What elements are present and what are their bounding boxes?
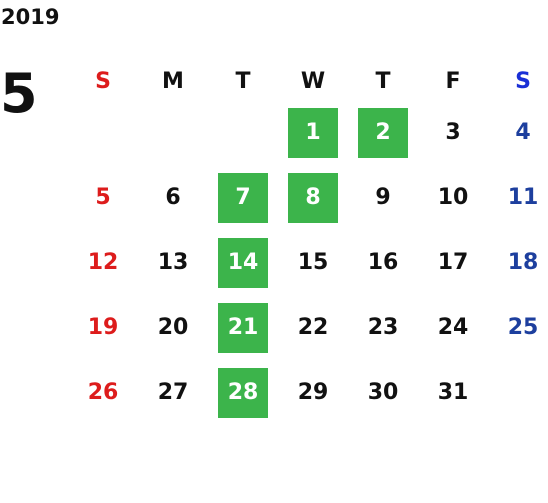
day-number: 15 [297, 250, 329, 275]
calendar-day-cell[interactable]: 8 [278, 172, 348, 223]
calendar-day-cell[interactable]: 25 [488, 303, 548, 353]
day-number [148, 108, 198, 158]
day-number: 11 [507, 185, 539, 210]
day-number: 22 [297, 315, 329, 340]
weekday-header-friday: F [445, 68, 461, 94]
day-number: 25 [507, 315, 539, 340]
calendar-day-cell[interactable]: 30 [348, 368, 418, 418]
weekday-header-thursday: T [375, 68, 391, 94]
calendar-day-cell[interactable]: 7 [208, 172, 278, 223]
calendar-day-cell[interactable]: 2 [348, 107, 418, 158]
calendar-day-cell[interactable]: 29 [278, 368, 348, 418]
weekday-header-row: S M T W T F S [68, 62, 548, 100]
weekday-header-tuesday: T [235, 68, 251, 94]
calendar-day-cell[interactable]: 5 [68, 173, 138, 223]
day-number: 19 [87, 315, 119, 340]
day-number: 9 [375, 185, 391, 210]
day-number [218, 108, 268, 158]
calendar-week-row: 19 20 21 22 23 24 25 [68, 295, 548, 360]
day-number: 29 [297, 380, 329, 405]
calendar-day-cell[interactable]: 14 [208, 237, 278, 288]
day-number: 3 [445, 120, 461, 145]
calendar-empty-cell [138, 108, 208, 158]
calendar-day-cell[interactable]: 3 [418, 108, 488, 158]
calendar-day-cell[interactable]: 27 [138, 368, 208, 418]
calendar-day-cell[interactable]: 6 [138, 173, 208, 223]
holiday-day-number: 21 [218, 302, 268, 353]
calendar-empty-cell [488, 368, 548, 418]
calendar-day-cell[interactable]: 19 [68, 303, 138, 353]
holiday-day-number: 28 [218, 367, 268, 418]
weekday-header-saturday: S [515, 68, 531, 94]
holiday-day-number: 14 [218, 237, 268, 288]
holiday-day-number: 8 [288, 172, 338, 223]
calendar-day-cell[interactable]: 26 [68, 368, 138, 418]
day-number [498, 368, 548, 418]
day-number: 13 [157, 250, 189, 275]
holiday-day-number: 1 [288, 107, 338, 158]
calendar-day-cell[interactable]: 11 [488, 173, 548, 223]
calendar-day-cell[interactable]: 20 [138, 303, 208, 353]
calendar-day-cell[interactable]: 9 [348, 173, 418, 223]
calendar-year: 2019 [1, 5, 60, 29]
day-number: 27 [157, 380, 189, 405]
calendar-day-cell[interactable]: 22 [278, 303, 348, 353]
calendar-day-cell[interactable]: 16 [348, 238, 418, 288]
calendar-day-cell[interactable]: 23 [348, 303, 418, 353]
calendar-month: 5 [0, 62, 38, 125]
day-number: 31 [437, 380, 469, 405]
day-number [78, 108, 128, 158]
calendar-day-cell[interactable]: 17 [418, 238, 488, 288]
day-number: 23 [367, 315, 399, 340]
day-number: 17 [437, 250, 469, 275]
day-number: 26 [87, 380, 119, 405]
calendar-day-cell[interactable]: 31 [418, 368, 488, 418]
weekday-header-monday: M [162, 68, 184, 94]
calendar-empty-cell [68, 108, 138, 158]
day-number: 4 [515, 120, 531, 145]
day-number: 24 [437, 315, 469, 340]
calendar-day-cell[interactable]: 4 [488, 108, 548, 158]
calendar-day-cell[interactable]: 28 [208, 367, 278, 418]
weekday-header-sunday: S [95, 68, 111, 94]
calendar-day-cell[interactable]: 10 [418, 173, 488, 223]
calendar-day-cell[interactable]: 24 [418, 303, 488, 353]
calendar-empty-cell [208, 108, 278, 158]
calendar-week-row: 26 27 28 29 30 31 [68, 360, 548, 425]
day-number: 18 [507, 250, 539, 275]
weekday-header-wednesday: W [300, 68, 326, 94]
calendar-week-row: 12 13 14 15 16 17 18 [68, 230, 548, 295]
day-number: 12 [87, 250, 119, 275]
calendar-day-cell[interactable]: 21 [208, 302, 278, 353]
day-number: 5 [95, 185, 111, 210]
day-number: 10 [437, 185, 469, 210]
calendar-day-cell[interactable]: 12 [68, 238, 138, 288]
day-number: 16 [367, 250, 399, 275]
calendar-day-cell[interactable]: 18 [488, 238, 548, 288]
day-number: 20 [157, 315, 189, 340]
day-number: 30 [367, 380, 399, 405]
calendar-day-cell[interactable]: 1 [278, 107, 348, 158]
calendar-day-cell[interactable]: 15 [278, 238, 348, 288]
calendar-day-cell[interactable]: 13 [138, 238, 208, 288]
holiday-day-number: 7 [218, 172, 268, 223]
day-number: 6 [165, 185, 181, 210]
holiday-day-number: 2 [358, 107, 408, 158]
